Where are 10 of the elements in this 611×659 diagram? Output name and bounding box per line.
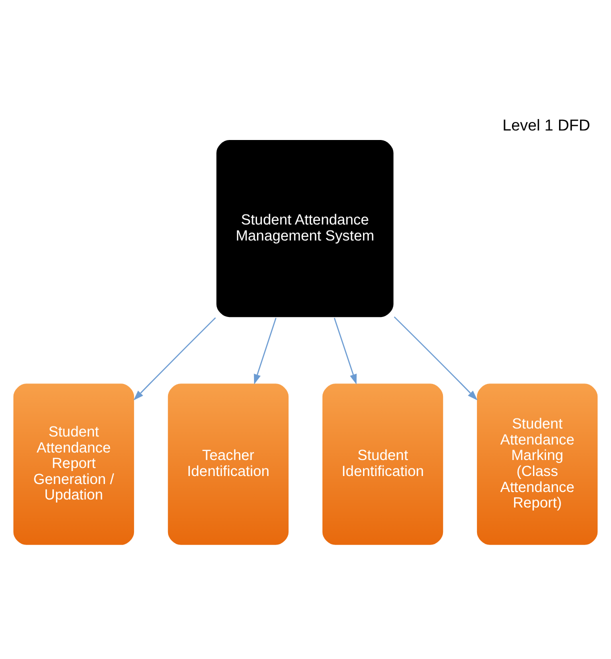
node-box: Teacher Identification [166,382,290,546]
arrow [254,318,276,384]
arrow [334,318,357,384]
diagram-title: Level 1 DFD [502,118,590,135]
node-box: Student Attendance Marking (Class Attendance Report) [476,382,599,546]
arrow [134,317,216,400]
arrow [394,316,478,400]
node-box: Student Attendance Report Generation / Updation [12,382,136,546]
node-box: Student Identification [321,382,444,546]
node-box: Student Attendance Management System [215,138,395,318]
